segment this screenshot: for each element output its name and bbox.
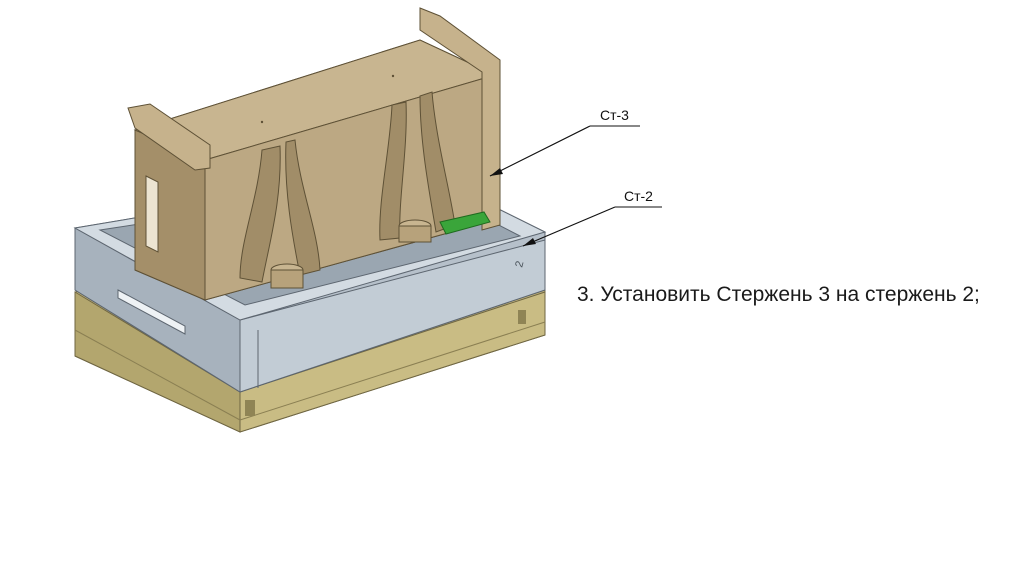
- svg-text:2: 2: [513, 260, 526, 269]
- core-3-block: [127, 7, 501, 301]
- callout-core-2: Ст-2: [522, 188, 662, 247]
- green-insert: [439, 211, 491, 235]
- callout-label-core-3: Ст-3: [600, 107, 629, 123]
- callout-core-3: Ст-3: [489, 107, 640, 177]
- callout-label-core-2: Ст-2: [624, 188, 653, 204]
- step-caption: 3. Установить Стержень 3 на стержень 2;: [577, 283, 980, 306]
